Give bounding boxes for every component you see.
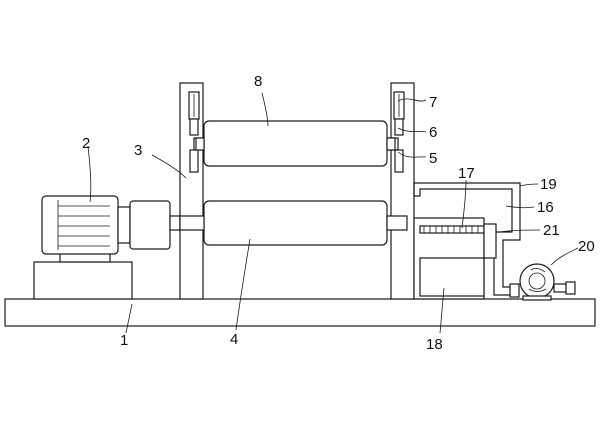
collection-box — [413, 217, 497, 300]
label-20: 20 — [578, 238, 595, 255]
left-frame-post — [179, 82, 205, 300]
label-4: 4 — [230, 331, 238, 348]
air-duct — [413, 182, 521, 296]
label-2: 2 — [82, 135, 90, 152]
right-frame-post — [387, 82, 415, 300]
label-17: 17 — [458, 165, 475, 182]
lower-roller — [179, 200, 408, 246]
label-1: 1 — [120, 332, 128, 349]
label-6: 6 — [429, 124, 437, 141]
part-labels: 1 2 3 4 5 6 7 8 16 17 18 19 20 21 — [82, 73, 595, 353]
label-18: 18 — [426, 336, 443, 353]
leader-lines — [87, 92, 579, 334]
gearbox — [129, 200, 181, 250]
fan-blower — [509, 263, 576, 301]
label-19: 19 — [540, 176, 557, 193]
motor-mount — [33, 251, 133, 300]
upper-roller — [195, 120, 396, 167]
label-21: 21 — [543, 222, 560, 239]
label-5: 5 — [429, 150, 437, 167]
label-7: 7 — [429, 94, 437, 111]
label-3: 3 — [134, 142, 142, 159]
base-plate — [4, 298, 596, 327]
label-16: 16 — [537, 199, 554, 216]
label-8: 8 — [254, 73, 262, 90]
motor — [41, 195, 131, 255]
